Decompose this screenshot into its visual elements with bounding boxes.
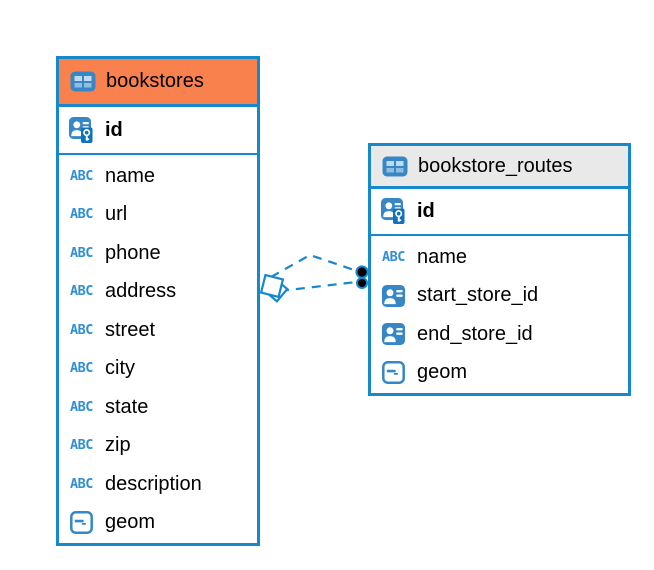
- many-side-marker: [259, 273, 289, 303]
- column-row-url-label: url: [105, 203, 128, 226]
- column-row-street-label: street: [105, 318, 156, 341]
- table-header-bookstores-label: bookstores: [106, 70, 204, 92]
- text-type-icon: ABC: [70, 321, 93, 338]
- column-row-state-label: state: [105, 395, 149, 418]
- foreign-key-icon: [382, 284, 405, 307]
- column-row-end_store_id[interactable]: end_store_id: [371, 315, 628, 354]
- dot-markers: [355, 265, 369, 289]
- dot-marker-lower: [356, 277, 368, 289]
- column-row-phone[interactable]: ABC phone: [59, 234, 257, 273]
- relationship-line-lower[interactable]: [279, 280, 357, 293]
- table-header-bookstore_routes[interactable]: bookstore_routes: [371, 146, 628, 189]
- text-type-icon: ABC: [70, 398, 93, 415]
- column-row-name-label: name: [105, 164, 156, 187]
- column-row-city[interactable]: ABC city: [59, 350, 257, 389]
- column-row-name[interactable]: ABC name: [371, 238, 628, 277]
- primary-key-icon: [69, 116, 93, 143]
- primary-key-row-bookstore_routes-label: id: [417, 200, 435, 222]
- text-type-icon: ABC: [70, 360, 93, 376]
- text-type-icon: ABC: [70, 283, 93, 299]
- relationship-line-upper[interactable]: [270, 253, 358, 278]
- dot-marker-upper: [355, 265, 369, 279]
- table-header-bookstore_routes-label: bookstore_routes: [418, 154, 573, 177]
- column-row-geom[interactable]: geom: [371, 354, 628, 393]
- column-row-description[interactable]: ABC description: [59, 465, 257, 504]
- table-header-bookstores[interactable]: bookstores: [59, 59, 257, 107]
- column-row-zip[interactable]: ABC zip: [59, 427, 257, 466]
- column-row-state[interactable]: ABC state: [59, 388, 257, 427]
- text-type-icon: ABC: [382, 248, 405, 265]
- column-row-geom[interactable]: geom: [59, 504, 257, 543]
- column-row-street[interactable]: ABC street: [59, 311, 257, 350]
- primary-key-row-bookstores[interactable]: id: [59, 107, 257, 155]
- primary-key-row-bookstores-label: id: [105, 118, 123, 141]
- text-type-icon: ABC: [70, 206, 93, 222]
- table-icon: [382, 156, 407, 176]
- column-row-address-label: address: [105, 280, 177, 303]
- geometry-type-icon: [382, 361, 405, 385]
- column-row-zip-label: zip: [105, 434, 131, 457]
- column-row-end_store_id-label: end_store_id: [417, 322, 533, 345]
- text-type-icon: ABC: [70, 475, 93, 492]
- primary-key-row-bookstore_routes[interactable]: id: [371, 189, 628, 236]
- column-row-geom-label: geom: [105, 511, 156, 534]
- column-row-start_store_id-label: start_store_id: [417, 284, 539, 307]
- column-row-description-label: description: [105, 472, 202, 495]
- column-row-name[interactable]: ABC name: [59, 157, 257, 196]
- column-row-phone-label: phone: [105, 241, 161, 264]
- text-type-icon: ABC: [70, 244, 93, 261]
- column-row-start_store_id[interactable]: start_store_id: [371, 277, 628, 316]
- geometry-type-icon: [70, 511, 93, 535]
- column-row-geom-label: geom: [417, 361, 468, 384]
- primary-key-icon: [381, 198, 405, 224]
- table-icon: [70, 71, 95, 92]
- column-row-url[interactable]: ABC url: [59, 196, 257, 235]
- column-row-city-label: city: [105, 357, 135, 380]
- text-type-icon: ABC: [70, 437, 93, 453]
- column-row-address[interactable]: ABC address: [59, 273, 257, 312]
- column-row-name-label: name: [417, 245, 468, 268]
- foreign-key-icon: [382, 323, 405, 346]
- text-type-icon: ABC: [70, 167, 93, 184]
